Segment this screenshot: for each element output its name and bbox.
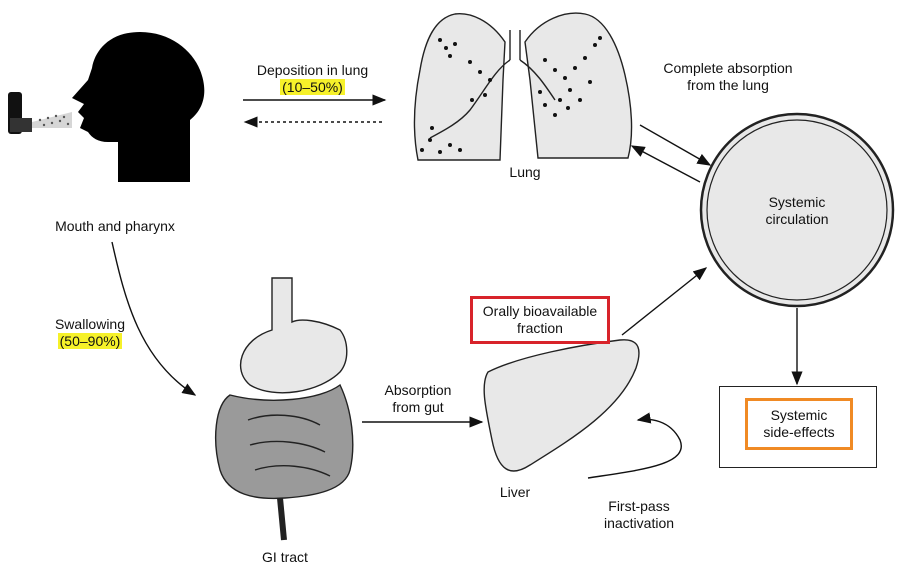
label-deposition-in-lung: Deposition in lung (10–50%) bbox=[240, 62, 385, 96]
circulation-to-lung-arrow bbox=[630, 145, 701, 183]
deposition-highlight: (10–50%) bbox=[280, 79, 345, 95]
label-absorption-from-gut: Absorption from gut bbox=[368, 382, 468, 416]
label-oral-fraction-line1: Orally bioavailable bbox=[482, 303, 598, 319]
first-pass-arrow bbox=[587, 412, 682, 479]
label-gi-tract: GI tract bbox=[262, 549, 308, 565]
liver-to-circulation-arrow bbox=[621, 267, 708, 336]
label-side-effects-line2: side-effects bbox=[763, 424, 835, 440]
label-swallowing: Swallowing (50–90%) bbox=[40, 316, 140, 350]
swallowing-arrow bbox=[111, 241, 197, 396]
label-systemic-side-effects: Systemic side-effects bbox=[748, 407, 850, 441]
label-oral-fraction: Orally bioavailable fraction bbox=[473, 303, 607, 337]
label-first-pass-line2: inactivation bbox=[603, 515, 675, 531]
label-swallowing-percent: (50–90%) bbox=[40, 333, 140, 350]
label-side-effects-line1: Systemic bbox=[770, 407, 828, 423]
label-complete-absorption: Complete absorption from the lung bbox=[648, 60, 808, 94]
systemic-circulation-icon bbox=[699, 112, 895, 308]
label-swallowing-text: Swallowing bbox=[54, 316, 126, 332]
label-oral-fraction-line2: fraction bbox=[517, 320, 563, 336]
lungs-icon bbox=[413, 12, 633, 161]
inhaler-icon bbox=[8, 92, 72, 134]
label-absorption-gut-line2: from gut bbox=[392, 399, 444, 415]
orally-bioavailable-fraction-box: Orally bioavailable fraction bbox=[470, 296, 610, 344]
lung-to-circulation-arrow bbox=[639, 124, 712, 166]
liver-icon bbox=[483, 339, 640, 472]
label-first-pass-inactivation: First-pass inactivation bbox=[584, 498, 694, 532]
label-absorption-gut-line1: Absorption bbox=[384, 382, 452, 398]
label-complete-absorption-line1: Complete absorption bbox=[663, 60, 793, 76]
label-deposition-text: Deposition in lung bbox=[256, 62, 369, 78]
gi-tract-icon bbox=[215, 277, 354, 541]
label-complete-absorption-line2: from the lung bbox=[687, 77, 769, 93]
label-systemic-circulation: Systemic circulation bbox=[737, 194, 857, 228]
label-mouth-and-pharynx: Mouth and pharynx bbox=[55, 218, 175, 234]
label-deposition-percent: (10–50%) bbox=[240, 79, 385, 96]
label-lung: Lung bbox=[509, 164, 541, 180]
label-systemic-circulation-line1: Systemic bbox=[768, 194, 826, 210]
swallowing-highlight: (50–90%) bbox=[57, 333, 123, 349]
label-systemic-circulation-line2: circulation bbox=[765, 211, 829, 227]
label-first-pass-line1: First-pass bbox=[608, 498, 670, 514]
systemic-side-effects-box: Systemic side-effects bbox=[745, 398, 853, 450]
label-liver: Liver bbox=[499, 484, 531, 500]
head-silhouette-icon bbox=[72, 32, 205, 182]
